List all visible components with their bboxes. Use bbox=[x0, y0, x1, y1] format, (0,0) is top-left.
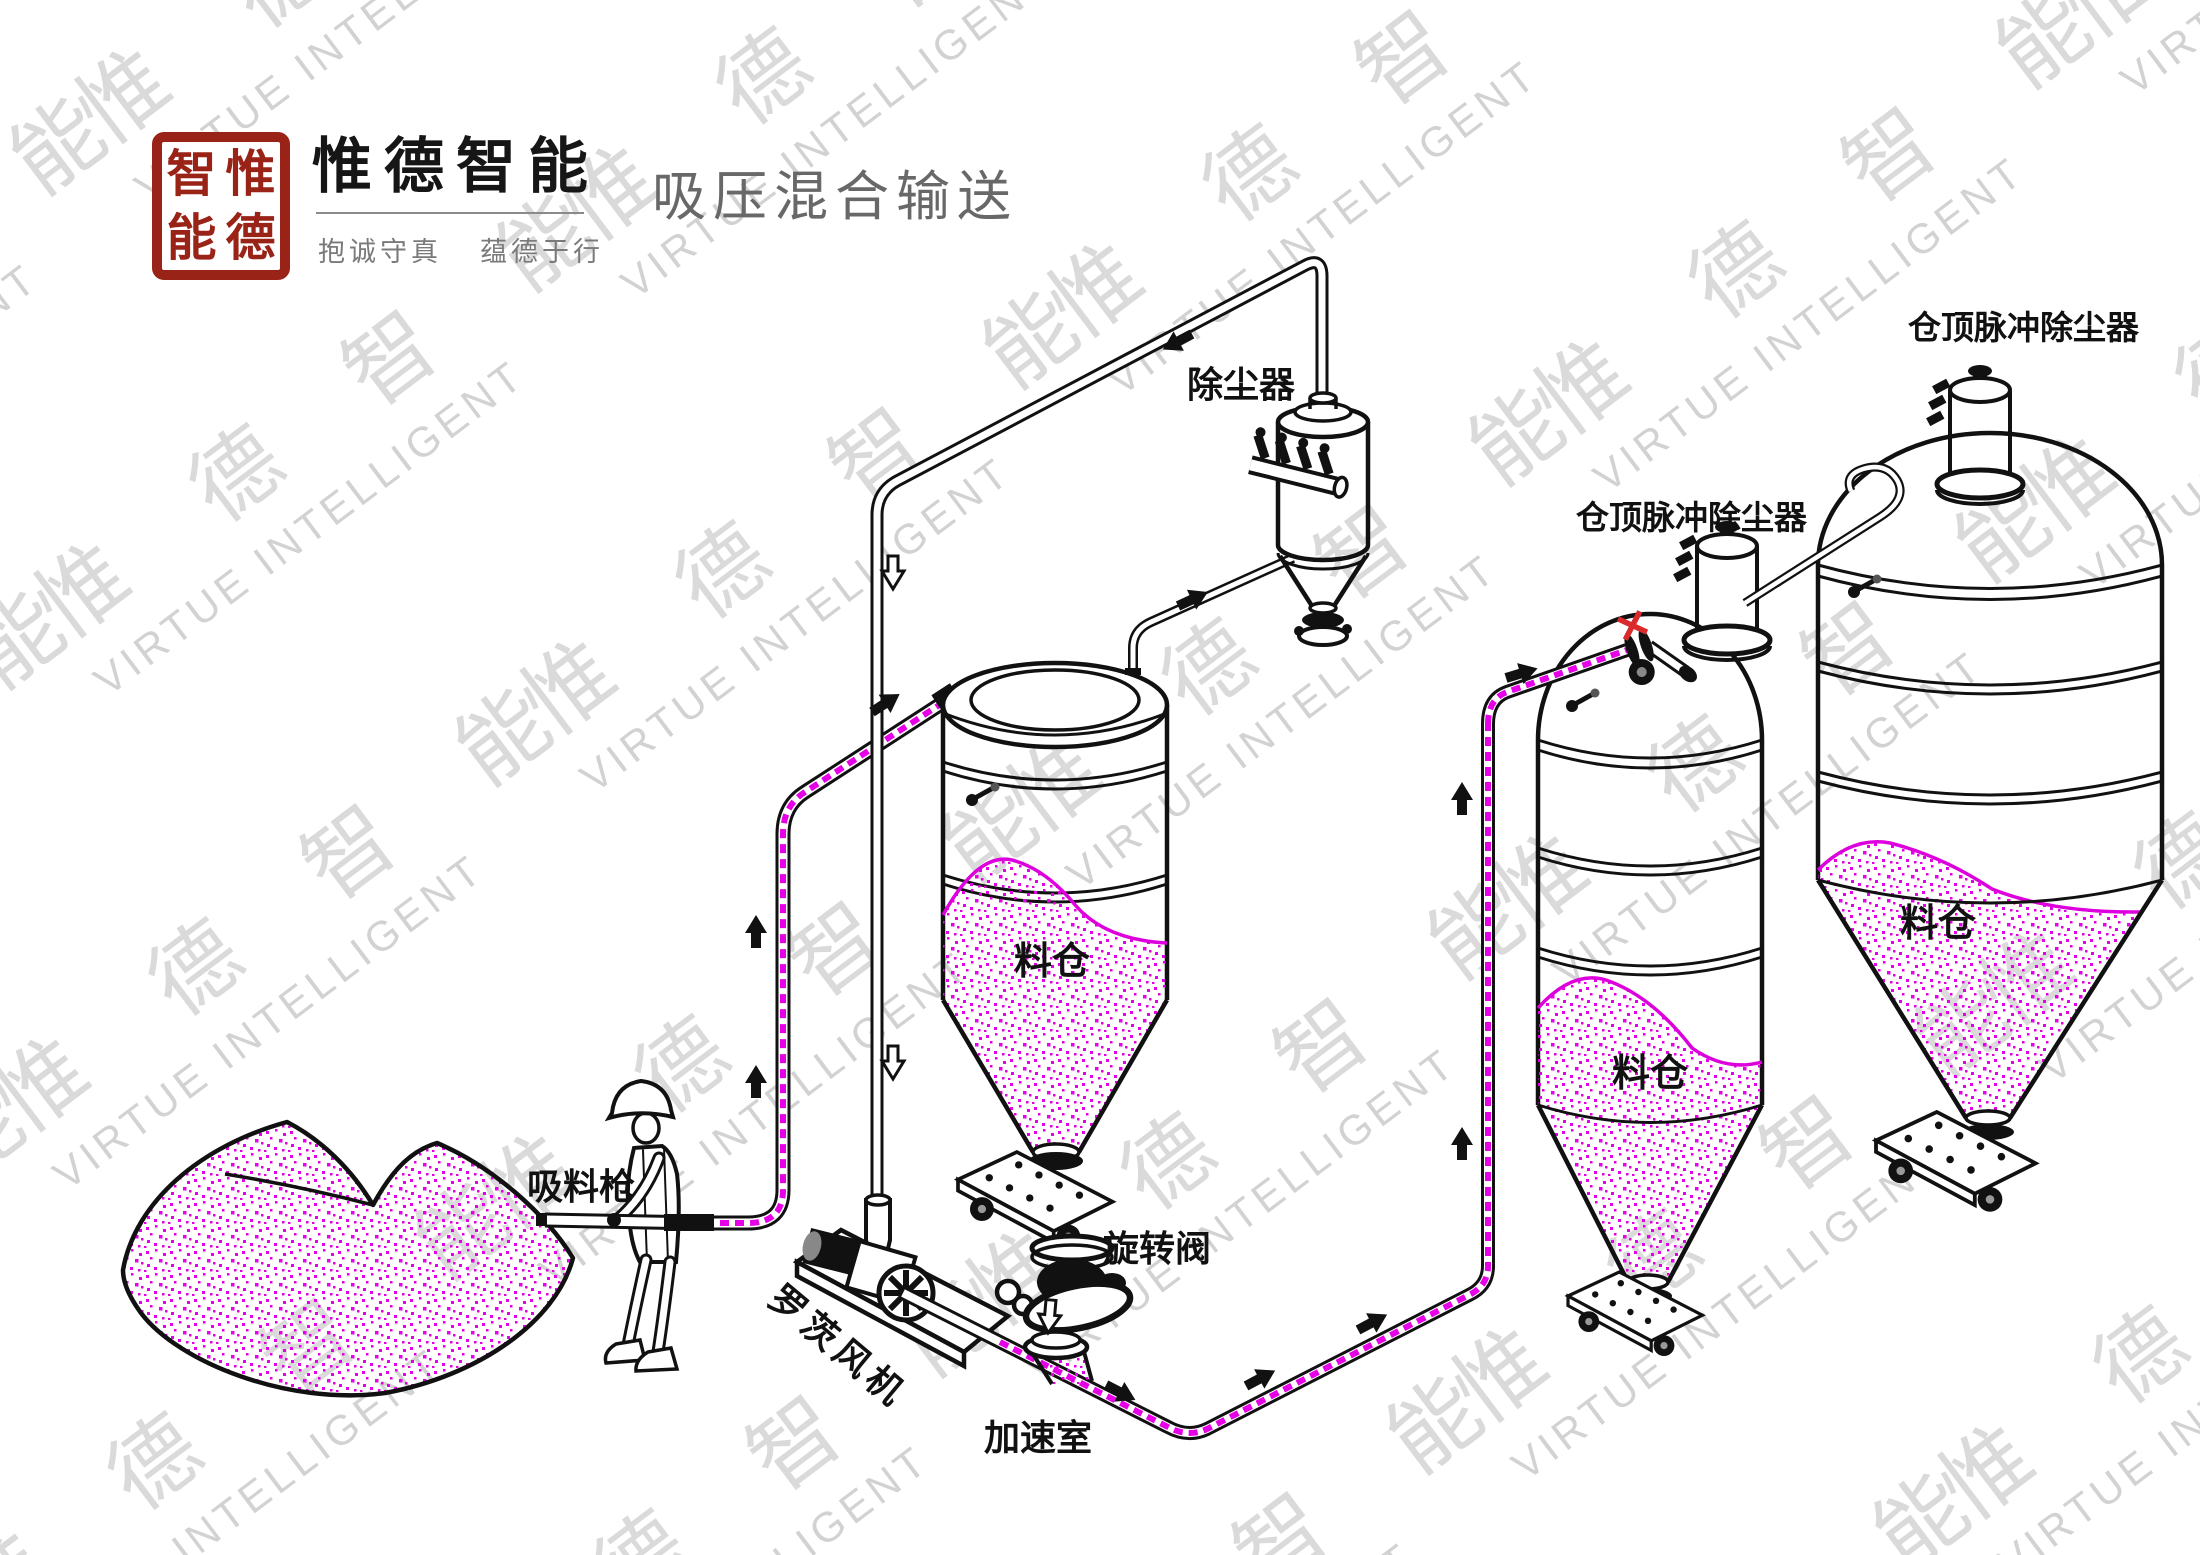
label-acceleration-chamber: 加速室 bbox=[984, 1417, 1092, 1458]
hard-hat bbox=[604, 1078, 676, 1122]
conveying-line-top bbox=[1481, 462, 1905, 725]
seal-char: 德 bbox=[225, 208, 276, 267]
pulse-jet-manifold bbox=[1248, 427, 1349, 499]
seal-char: 惟 bbox=[225, 144, 276, 203]
company-seal-logo: 智 惟 能 德 bbox=[152, 132, 290, 280]
silo-mobile-base bbox=[1566, 1270, 1705, 1358]
storage-silo-right bbox=[1815, 365, 2165, 1140]
label-pulse-collector-left: 仓顶脉冲除尘器 bbox=[1576, 499, 1808, 536]
seal-char: 能 bbox=[166, 208, 217, 267]
silo-level-sensor bbox=[966, 783, 1000, 807]
silo-mobile-base bbox=[1874, 1110, 2038, 1214]
rotary-valve bbox=[994, 1233, 1134, 1334]
label-middle-silo: 料仓 bbox=[1014, 941, 1091, 983]
company-slogan: 抱诚守真 蕴德于行 bbox=[318, 230, 604, 269]
dust-collector bbox=[1248, 391, 1371, 647]
middle-silo bbox=[940, 553, 1296, 1170]
label-silo-right: 料仓 bbox=[1900, 903, 1977, 945]
suction-line bbox=[536, 683, 959, 1231]
middle-silo-material bbox=[943, 859, 1167, 1150]
page-title: 吸压混合输送 bbox=[652, 167, 1018, 227]
label-pulse-collector-right: 仓顶脉冲除尘器 bbox=[1908, 309, 2140, 346]
label-silo-left: 料仓 bbox=[1612, 1053, 1689, 1095]
raw-material-pile bbox=[120, 1119, 576, 1398]
suction-gun-tip bbox=[536, 1213, 547, 1226]
seal-char: 智 bbox=[166, 144, 217, 203]
conveying-line-lower bbox=[899, 724, 1495, 1440]
logo-divider bbox=[316, 212, 584, 214]
silo-level-sensor bbox=[1848, 575, 1882, 599]
worker-head bbox=[631, 1111, 661, 1145]
diverter-valve bbox=[1616, 610, 1655, 686]
acceleration-chamber bbox=[1022, 1330, 1094, 1386]
middle-silo-mobile-base bbox=[956, 1150, 1115, 1251]
blower-motor bbox=[802, 1228, 864, 1276]
silo-level-sensor bbox=[1566, 689, 1600, 713]
slogan-right: 蕴德于行 bbox=[480, 237, 604, 267]
silo-top-pulse-dust-collector bbox=[1673, 521, 1770, 660]
worker-boot bbox=[634, 1346, 680, 1373]
label-dust-collector: 除尘器 bbox=[1187, 364, 1296, 405]
suction-gun-grip bbox=[664, 1214, 714, 1231]
clean-air-line bbox=[870, 256, 1329, 1206]
company-name: 惟德智能 bbox=[312, 133, 600, 200]
storage-silo-left bbox=[1535, 521, 1770, 1304]
label-rotary-valve: 旋转阀 bbox=[1103, 1228, 1211, 1269]
silo-material bbox=[1538, 977, 1762, 1280]
worker-hand bbox=[607, 1213, 621, 1227]
silo-material bbox=[1818, 841, 2140, 1116]
label-suction-gun: 吸料枪 bbox=[527, 1166, 635, 1207]
slogan-left: 抱诚守真 bbox=[318, 237, 442, 267]
worker-figure bbox=[603, 1078, 681, 1373]
